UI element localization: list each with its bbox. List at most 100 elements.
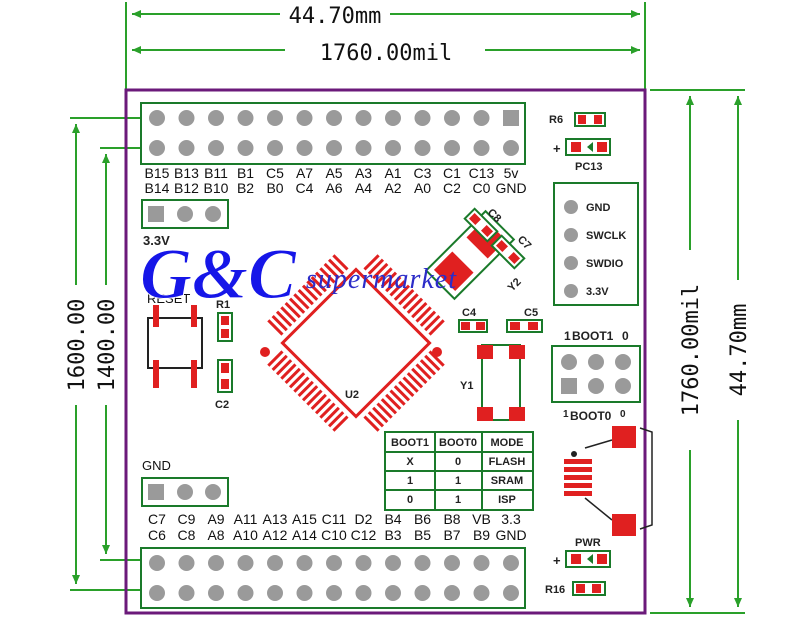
bottom-row1-pin-13 [503,555,519,571]
top-row2-pin-6 [296,140,313,156]
dim-top-mm: 44.70mm [289,4,382,29]
label-pc13: PC13 [575,161,603,173]
boot-table-cell: 0 [407,494,413,506]
bottom-row2-label: B3 [384,527,401,543]
bottom-row2-pin-9 [385,585,401,601]
bottom-row1-pin-12 [473,555,490,571]
bottom-row2-label: B9 [473,527,490,543]
boot-jumpers [551,345,641,403]
bottom-row1-label: D2 [355,511,373,527]
label-boot1-0: 0 [622,329,629,343]
top-row2-label: GND [495,180,526,196]
label-y1: Y1 [460,380,473,392]
bottom-row2-pin-1 [149,585,165,601]
top-row1-label: C5 [266,165,284,181]
label-3v3: 3.3V [143,233,170,248]
label-boot1: BOOT1 [572,329,614,343]
top-row1-label: C1 [443,165,461,181]
resistor-r16 [572,581,606,596]
top-row1-pin-12 [473,110,490,126]
bottom-row1-label: 3.3 [501,511,521,527]
dim-right-mil: 1760.00mil [679,284,704,416]
dim-left-outer: 1600.00 [65,299,90,392]
swd-label: SWDIO [586,258,624,270]
swd-label: SWCLK [586,230,626,242]
bottom-row1-pin-1 [149,555,165,571]
top-row2-label: B12 [174,180,199,196]
top-row2-pin-7 [326,140,342,156]
label-c2: C2 [215,399,229,411]
bottom-row1-pin-8 [355,555,372,571]
board-outline [124,88,647,615]
bottom-row2-label: C12 [351,527,377,543]
dim-top-mil: 1760.00mil [320,41,452,66]
micro-usb-connector [564,426,653,536]
capacitor-c4 [458,319,488,333]
top-row2-pin-2 [178,140,195,156]
bottom-row2-pin-8 [355,585,372,601]
label-y2: Y2 [506,276,524,294]
label-c5: C5 [524,307,538,319]
top-row1-label: C3 [414,165,432,181]
boot-table-cell: X [406,456,414,468]
power-header-3v3 [141,199,229,229]
top-row1-pin-6 [296,110,313,126]
label-u2: U2 [345,389,359,401]
bottom-row2-label: A14 [292,527,317,543]
bottom-row1-pin-5 [267,555,283,571]
bottom-row1-label: C11 [322,511,347,527]
reset-switch [147,305,203,388]
bottom-row2-label: A10 [233,527,258,543]
fiducial-left [260,347,270,357]
bottom-row2-pin-5 [267,585,283,601]
top-row2-label: B14 [145,180,170,196]
top-row2-label: B0 [266,180,283,196]
bottom-row2-label: C6 [148,527,166,543]
dim-left-inner: 1400.00 [95,299,120,392]
gnd-header [141,477,229,507]
bottom-row2-pin-4 [237,585,254,601]
led-pwr [565,550,611,568]
capacitor-c7 [490,234,526,270]
bottom-row1-pin-6 [296,555,313,571]
top-row2-pin-5 [267,140,283,156]
bottom-row2-label: A12 [263,527,288,543]
bottom-row2-pin-7 [326,585,342,601]
resistor-r6 [574,112,606,127]
top-row2-label: A2 [384,180,401,196]
top-row1-pin-8 [355,110,372,126]
resistor-r1 [217,312,233,342]
label-r6: R6 [549,114,563,126]
swd-label: 3.3V [586,286,609,298]
boot-table-header: MODE [491,437,524,449]
top-row2-label: B10 [204,180,229,196]
crystal-y1 [477,344,525,421]
label-boot0-1: 1 [563,409,569,420]
bottom-row1-pin-4 [237,555,254,571]
top-row1-pin-10 [414,110,431,126]
bottom-row2-label: GND [495,527,526,543]
bottom-row2-pin-12 [473,585,490,601]
top-row2-pin-8 [355,140,372,156]
swd-pin-2 [564,228,578,242]
bottom-row1-label: B8 [443,511,460,527]
top-row2-label: A6 [325,180,342,196]
top-row2-pin-13 [503,140,519,156]
swd-pin-1 [564,200,578,214]
top-row2-label: A4 [355,180,372,196]
top-row1-pin-5 [267,110,283,126]
top-row2-pin-3 [208,140,224,156]
top-row2-label: A0 [414,180,431,196]
top-row1-pin-9 [385,110,401,126]
label-gnd: GND [142,458,171,473]
bottom-row1-pin-3 [208,555,224,571]
bottom-row1-label: B4 [384,511,401,527]
led-pc13 [565,138,611,156]
label-c4: C4 [462,307,477,319]
top-row1-label: B15 [145,165,170,181]
boot-table-cell: 1 [455,494,461,506]
top-row2-label: B2 [237,180,254,196]
top-row1-label: B1 [237,165,254,181]
